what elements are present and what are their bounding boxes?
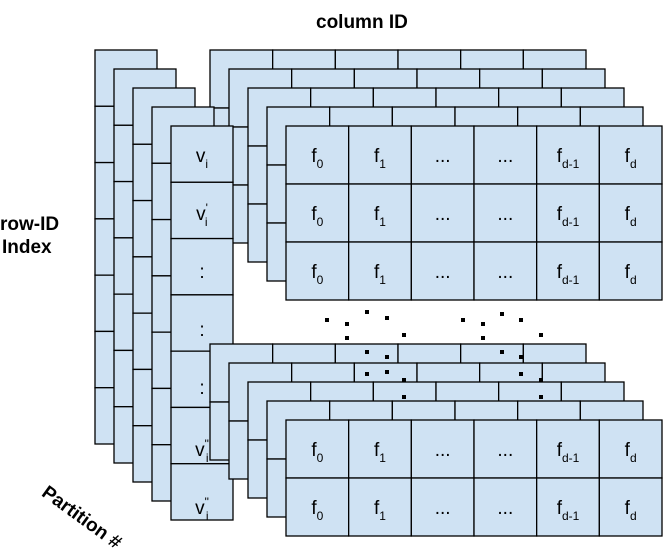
feature-cell <box>285 183 350 243</box>
ellipsis-dot <box>519 355 523 359</box>
feature-label: ... <box>497 204 513 225</box>
ellipsis-dot <box>539 395 543 399</box>
vertex-label: : <box>199 262 204 283</box>
vertex-label: vi <box>196 146 208 171</box>
feature-cell <box>536 183 600 243</box>
feature-label: ... <box>497 498 513 519</box>
vertex-label: : <box>199 378 204 399</box>
ellipsis-dot <box>461 318 465 322</box>
feature-cell <box>348 419 412 479</box>
feature-label: f0 <box>311 204 323 229</box>
ellipsis-dot <box>365 310 369 314</box>
vertex-label: : <box>199 320 204 341</box>
feature-label: f0 <box>311 440 323 465</box>
feature-cell <box>285 477 350 537</box>
feature-label: ... <box>497 262 513 283</box>
feature-label: ... <box>497 440 513 461</box>
feature-cell <box>598 125 663 185</box>
vertex-label: v"i <box>195 495 209 523</box>
feature-label: fd <box>625 146 637 171</box>
feature-label: ... <box>435 440 451 461</box>
feature-cell <box>285 419 350 479</box>
feature-label: fd-1 <box>557 146 580 171</box>
feature-label: f0 <box>311 498 323 523</box>
feature-label: f1 <box>374 440 386 465</box>
feature-label: f1 <box>374 262 386 287</box>
feature-label: f0 <box>311 262 323 287</box>
ellipsis-dot <box>519 372 523 376</box>
feature-label: ... <box>435 262 451 283</box>
ellipsis-dot <box>402 378 406 382</box>
feature-cell <box>410 125 475 185</box>
feature-cell <box>348 241 412 301</box>
feature-label: fd <box>625 498 637 523</box>
feature-label: ... <box>435 146 451 167</box>
feature-cell <box>473 183 538 243</box>
feature-label: fd <box>625 262 637 287</box>
feature-cell <box>473 477 538 537</box>
feature-cell <box>536 125 600 185</box>
vertex-label: v'i <box>196 201 208 229</box>
feature-label: fd <box>625 440 637 465</box>
feature-label: ... <box>435 498 451 519</box>
row-axis-label-line2: Index <box>2 237 52 258</box>
feature-label: f1 <box>374 146 386 171</box>
feature-cell <box>536 419 600 479</box>
feature-label: fd-1 <box>557 204 580 229</box>
feature-label: f1 <box>374 204 386 229</box>
ellipsis-dot <box>385 316 389 320</box>
ellipsis-dot <box>325 318 329 322</box>
ellipsis-dot <box>519 318 523 322</box>
partition-layer-0 <box>170 125 663 521</box>
feature-cell <box>598 419 663 479</box>
feature-cell <box>536 477 600 537</box>
feature-cell <box>473 241 538 301</box>
feature-label: fd-1 <box>557 440 580 465</box>
feature-label: fd-1 <box>557 498 580 523</box>
vertex-cell <box>170 237 234 296</box>
ellipsis-dot <box>385 355 389 359</box>
feature-cell <box>598 241 663 301</box>
vertex-cell <box>170 181 234 240</box>
ellipsis-dot <box>539 333 543 337</box>
diagram-title: column ID <box>316 12 408 33</box>
feature-cell <box>536 241 600 301</box>
vertex-label: v"i <box>195 437 209 465</box>
ellipsis-dot <box>500 312 504 316</box>
vertex-cell <box>170 125 234 183</box>
vertex-cell <box>170 463 234 521</box>
vertex-cell <box>170 294 234 352</box>
ellipsis-dot <box>365 350 369 354</box>
feature-cell <box>348 125 412 185</box>
ellipsis-dot <box>500 350 504 354</box>
feature-cell <box>348 477 412 537</box>
feature-label: ... <box>435 204 451 225</box>
feature-cell <box>473 125 538 185</box>
ellipsis-dot <box>365 372 369 376</box>
feature-label: ... <box>497 146 513 167</box>
ellipsis-dot <box>385 370 389 374</box>
feature-cell <box>348 183 412 243</box>
feature-label: fd-1 <box>557 262 580 287</box>
row-axis-label-line1: row-ID <box>0 214 60 235</box>
feature-cell <box>285 125 350 185</box>
feature-cell <box>285 241 350 301</box>
feature-cell <box>410 477 475 537</box>
feature-label: fd <box>625 204 637 229</box>
ellipsis-dot <box>402 395 406 399</box>
feature-label: f1 <box>374 498 386 523</box>
feature-cell <box>410 241 475 301</box>
ellipsis-dot <box>539 378 543 382</box>
ellipsis-dot <box>481 322 485 326</box>
ellipsis-dot <box>345 336 349 340</box>
feature-label: f0 <box>311 146 323 171</box>
lower-partition-layer-0 <box>285 419 663 537</box>
feature-cell <box>598 183 663 243</box>
feature-cell <box>598 477 663 537</box>
feature-cell <box>410 419 475 479</box>
ellipsis-dot <box>402 333 406 337</box>
ellipsis-dot <box>481 336 485 340</box>
ellipsis-dot <box>345 322 349 326</box>
